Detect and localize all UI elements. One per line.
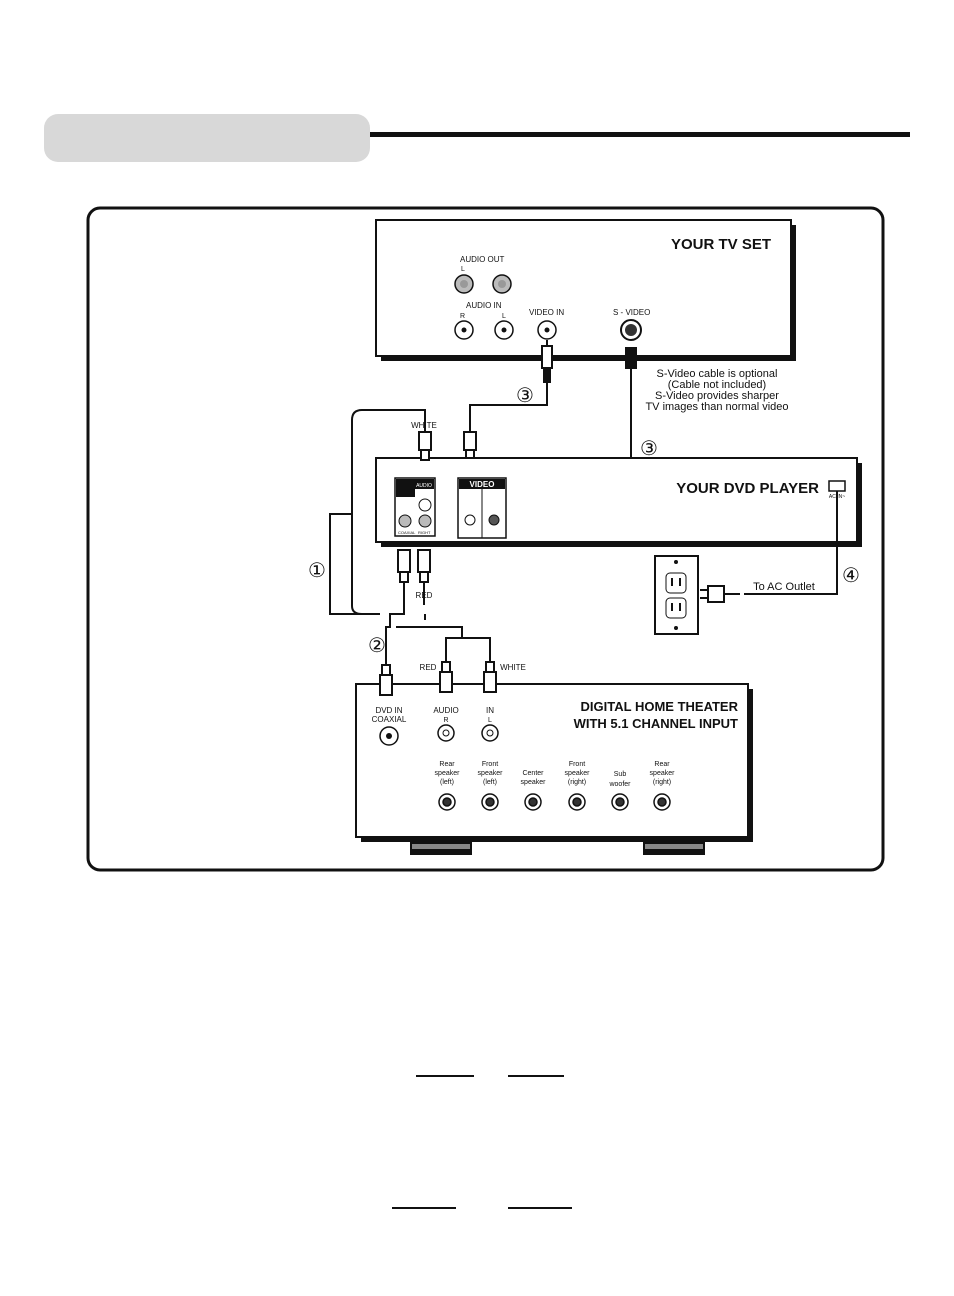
svg-text:TV images than normal video: TV images than normal video <box>645 401 788 413</box>
red-label-bottom: RED <box>420 663 437 672</box>
svg-text:Front: Front <box>482 761 498 768</box>
svg-text:Sub: Sub <box>614 771 627 778</box>
theater-dvd-in-label: DVD IN <box>375 706 402 715</box>
red-label-top: RED <box>416 591 433 600</box>
step-3-badge-a: ③ <box>516 385 534 407</box>
tv-audio-in-label: AUDIO IN <box>466 301 502 310</box>
svg-text:Rear: Rear <box>654 761 670 768</box>
dvd-bottom-cables: RED <box>329 513 491 670</box>
svg-text:speaker: speaker <box>435 770 461 777</box>
dvd-title: YOUR DVD PLAYER <box>676 480 819 497</box>
tv-audio-in-l: L <box>502 313 506 320</box>
svg-text:(right): (right) <box>568 779 586 786</box>
svg-text:S-Video cable is optional: S-Video cable is optional <box>657 368 778 380</box>
tv-audio-in-r: R <box>460 313 465 320</box>
section-header-pill <box>44 114 370 162</box>
section-header-rule <box>370 132 910 137</box>
theater-title-line2: WITH 5.1 CHANNEL INPUT <box>574 716 738 731</box>
wall-outlet <box>654 555 699 635</box>
white-label-bottom: WHITE <box>500 663 526 672</box>
speaker-label-rear-left: Rear speaker (left) <box>435 761 461 786</box>
speaker-label-rear-right: Rear speaker (right) <box>650 761 676 786</box>
blank-underline <box>416 1075 474 1077</box>
speaker-label-front-left: Front speaker (left) <box>478 761 504 786</box>
tv-audio-out-l: L <box>461 266 465 273</box>
svg-text:speaker: speaker <box>650 770 676 777</box>
ac-outlet-label: To AC Outlet <box>753 581 815 593</box>
step-1-badge: ① <box>308 560 326 582</box>
dvd-video-panel-label: VIDEO <box>470 480 495 489</box>
step-3-badge-b: ③ <box>640 438 658 460</box>
svg-text:(Cable not included): (Cable not included) <box>668 379 766 391</box>
dvd-audio-panel-label: AUDIO <box>416 483 432 489</box>
dvd-player: YOUR DVD PLAYER AUDIO COAXIAL RIGHT VIDE… <box>375 457 862 547</box>
theater-coaxial-label: COAXIAL <box>372 715 407 724</box>
step-2-badge: ② <box>368 635 386 657</box>
s-video-note: S-Video cable is optional (Cable not inc… <box>645 368 788 413</box>
theater-audio-label: AUDIO <box>433 706 458 715</box>
svg-text:(right): (right) <box>653 779 671 786</box>
svg-text:speaker: speaker <box>565 770 591 777</box>
svg-text:(left): (left) <box>440 779 454 786</box>
speaker-label-front-right: Front speaker (right) <box>565 761 591 786</box>
theater-audio-r: R <box>443 717 448 724</box>
svg-text:woofer: woofer <box>608 781 631 788</box>
dvd-ac-in-socket <box>828 480 846 492</box>
svg-text:Center: Center <box>522 770 544 777</box>
svg-text:speaker: speaker <box>521 779 547 786</box>
speaker-label-center: Center speaker <box>521 770 547 786</box>
svg-text:Rear: Rear <box>439 761 455 768</box>
tv-s-video-label: S - VIDEO <box>613 308 650 317</box>
svg-text:(left): (left) <box>483 779 497 786</box>
home-theater: DIGITAL HOME THEATER WITH 5.1 CHANNEL IN… <box>355 683 753 855</box>
dvd-right-label: RIGHT <box>418 530 431 535</box>
svg-text:S-Video provides sharper: S-Video provides sharper <box>655 390 779 402</box>
step-4-badge: ④ <box>842 565 860 587</box>
theater-in-l: L <box>488 717 492 724</box>
blank-underline <box>392 1207 456 1209</box>
svg-text:Front: Front <box>569 761 585 768</box>
power-cable <box>700 491 838 603</box>
tv-set: YOUR TV SET AUDIO OUT L AUDIO IN R L VID… <box>375 219 796 361</box>
theater-plugs <box>379 661 497 696</box>
dvd-coaxial-label: COAXIAL <box>398 530 416 535</box>
tv-title: YOUR TV SET <box>671 236 771 253</box>
theater-in-label: IN <box>486 706 494 715</box>
theater-title-line1: DIGITAL HOME THEATER <box>581 699 739 714</box>
blank-underline <box>508 1207 572 1209</box>
blank-underline <box>508 1075 564 1077</box>
svg-text:speaker: speaker <box>478 770 504 777</box>
speaker-label-sub-woofer: Sub woofer <box>608 771 631 788</box>
tv-audio-out-label: AUDIO OUT <box>460 255 505 264</box>
diagram-frame <box>86 206 885 872</box>
tv-video-in-label: VIDEO IN <box>529 308 564 317</box>
